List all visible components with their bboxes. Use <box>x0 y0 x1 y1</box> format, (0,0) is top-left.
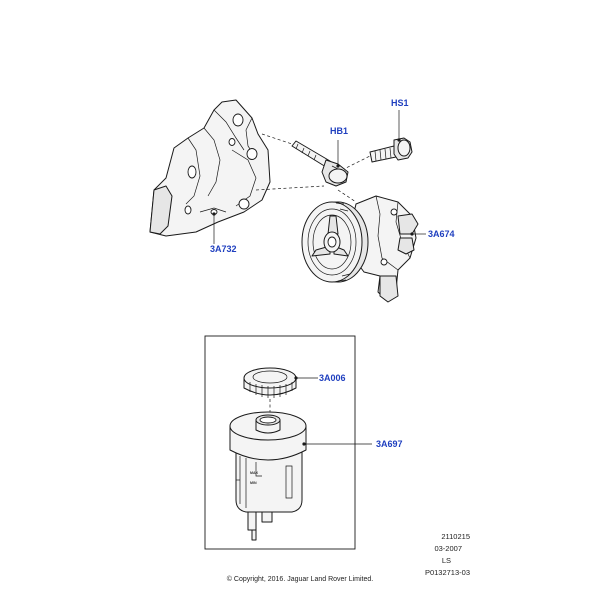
callout-3a674: 3A674 <box>410 229 455 239</box>
alignment-lines <box>255 133 373 203</box>
callout-label-3a006: 3A006 <box>319 373 346 383</box>
callout-label-3a697: 3A697 <box>376 439 403 449</box>
reference-number: 2110215 <box>441 532 470 541</box>
reservoir-body: MAX MIN <box>229 411 307 541</box>
callout-label-hb1: HB1 <box>330 126 348 136</box>
callout-hb1: HB1 <box>330 126 348 168</box>
callout-3a732: 3A732 <box>210 212 237 254</box>
steering-pump <box>301 195 419 303</box>
reservoir-min-mark: MIN <box>250 481 257 485</box>
reservoir-max-mark: MAX <box>250 471 259 475</box>
callout-label-3a674: 3A674 <box>428 229 455 239</box>
callout-3a697: 3A697 <box>302 439 403 449</box>
revision-date: 03-2007 <box>434 544 462 553</box>
long-bolt <box>291 140 349 187</box>
reservoir-cap <box>243 367 297 398</box>
callout-hs1: HS1 <box>391 98 409 142</box>
callout-3a006: 3A006 <box>294 373 346 383</box>
copyright-notice: © Copyright, 2016. Jaguar Land Rover Lim… <box>227 575 373 583</box>
callout-label-hs1: HS1 <box>391 98 409 108</box>
callout-label-3a732: 3A732 <box>210 244 237 254</box>
mounting-bracket <box>149 99 271 237</box>
diagram-metadata: 2110215 03-2007 LS P0132713-03 <box>425 532 470 577</box>
short-bolt <box>369 137 413 163</box>
model-code: LS <box>442 556 451 565</box>
reservoir-frame <box>204 335 356 550</box>
illustration-id: P0132713-03 <box>425 568 470 577</box>
